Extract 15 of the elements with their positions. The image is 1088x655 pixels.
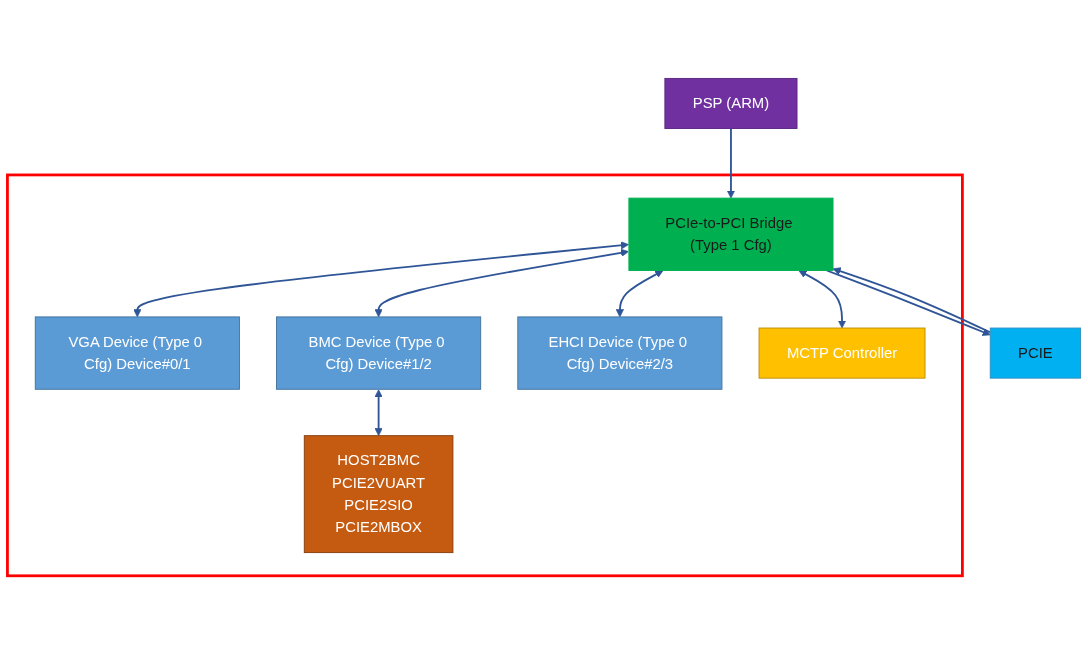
arrow [133, 241, 629, 318]
arrow [798, 270, 847, 329]
node-box: PCIe-to-PCI Bridge (Type 1 Cfg) [628, 198, 834, 272]
arrow [374, 389, 383, 437]
node-box: HOST2BMC PCIE2VUART PCIE2SIO PCIE2MBOX [303, 435, 454, 554]
arrow [615, 270, 664, 318]
node-box: PCIE [989, 327, 1082, 379]
arrow [726, 128, 736, 199]
node-box: EHCI Device (Type 0 Cfg) Device#2/3 [517, 316, 723, 391]
cluster [6, 173, 964, 578]
node-box: VGA Device (Type 0 Cfg) Device#0/1 [34, 316, 240, 391]
node-box: MCTP Controller [758, 327, 926, 379]
node-box: PSP (ARM) [664, 78, 798, 130]
arrow [374, 249, 629, 318]
node-box: BMC Device (Type 0 Cfg) Device#1/2 [276, 316, 482, 391]
